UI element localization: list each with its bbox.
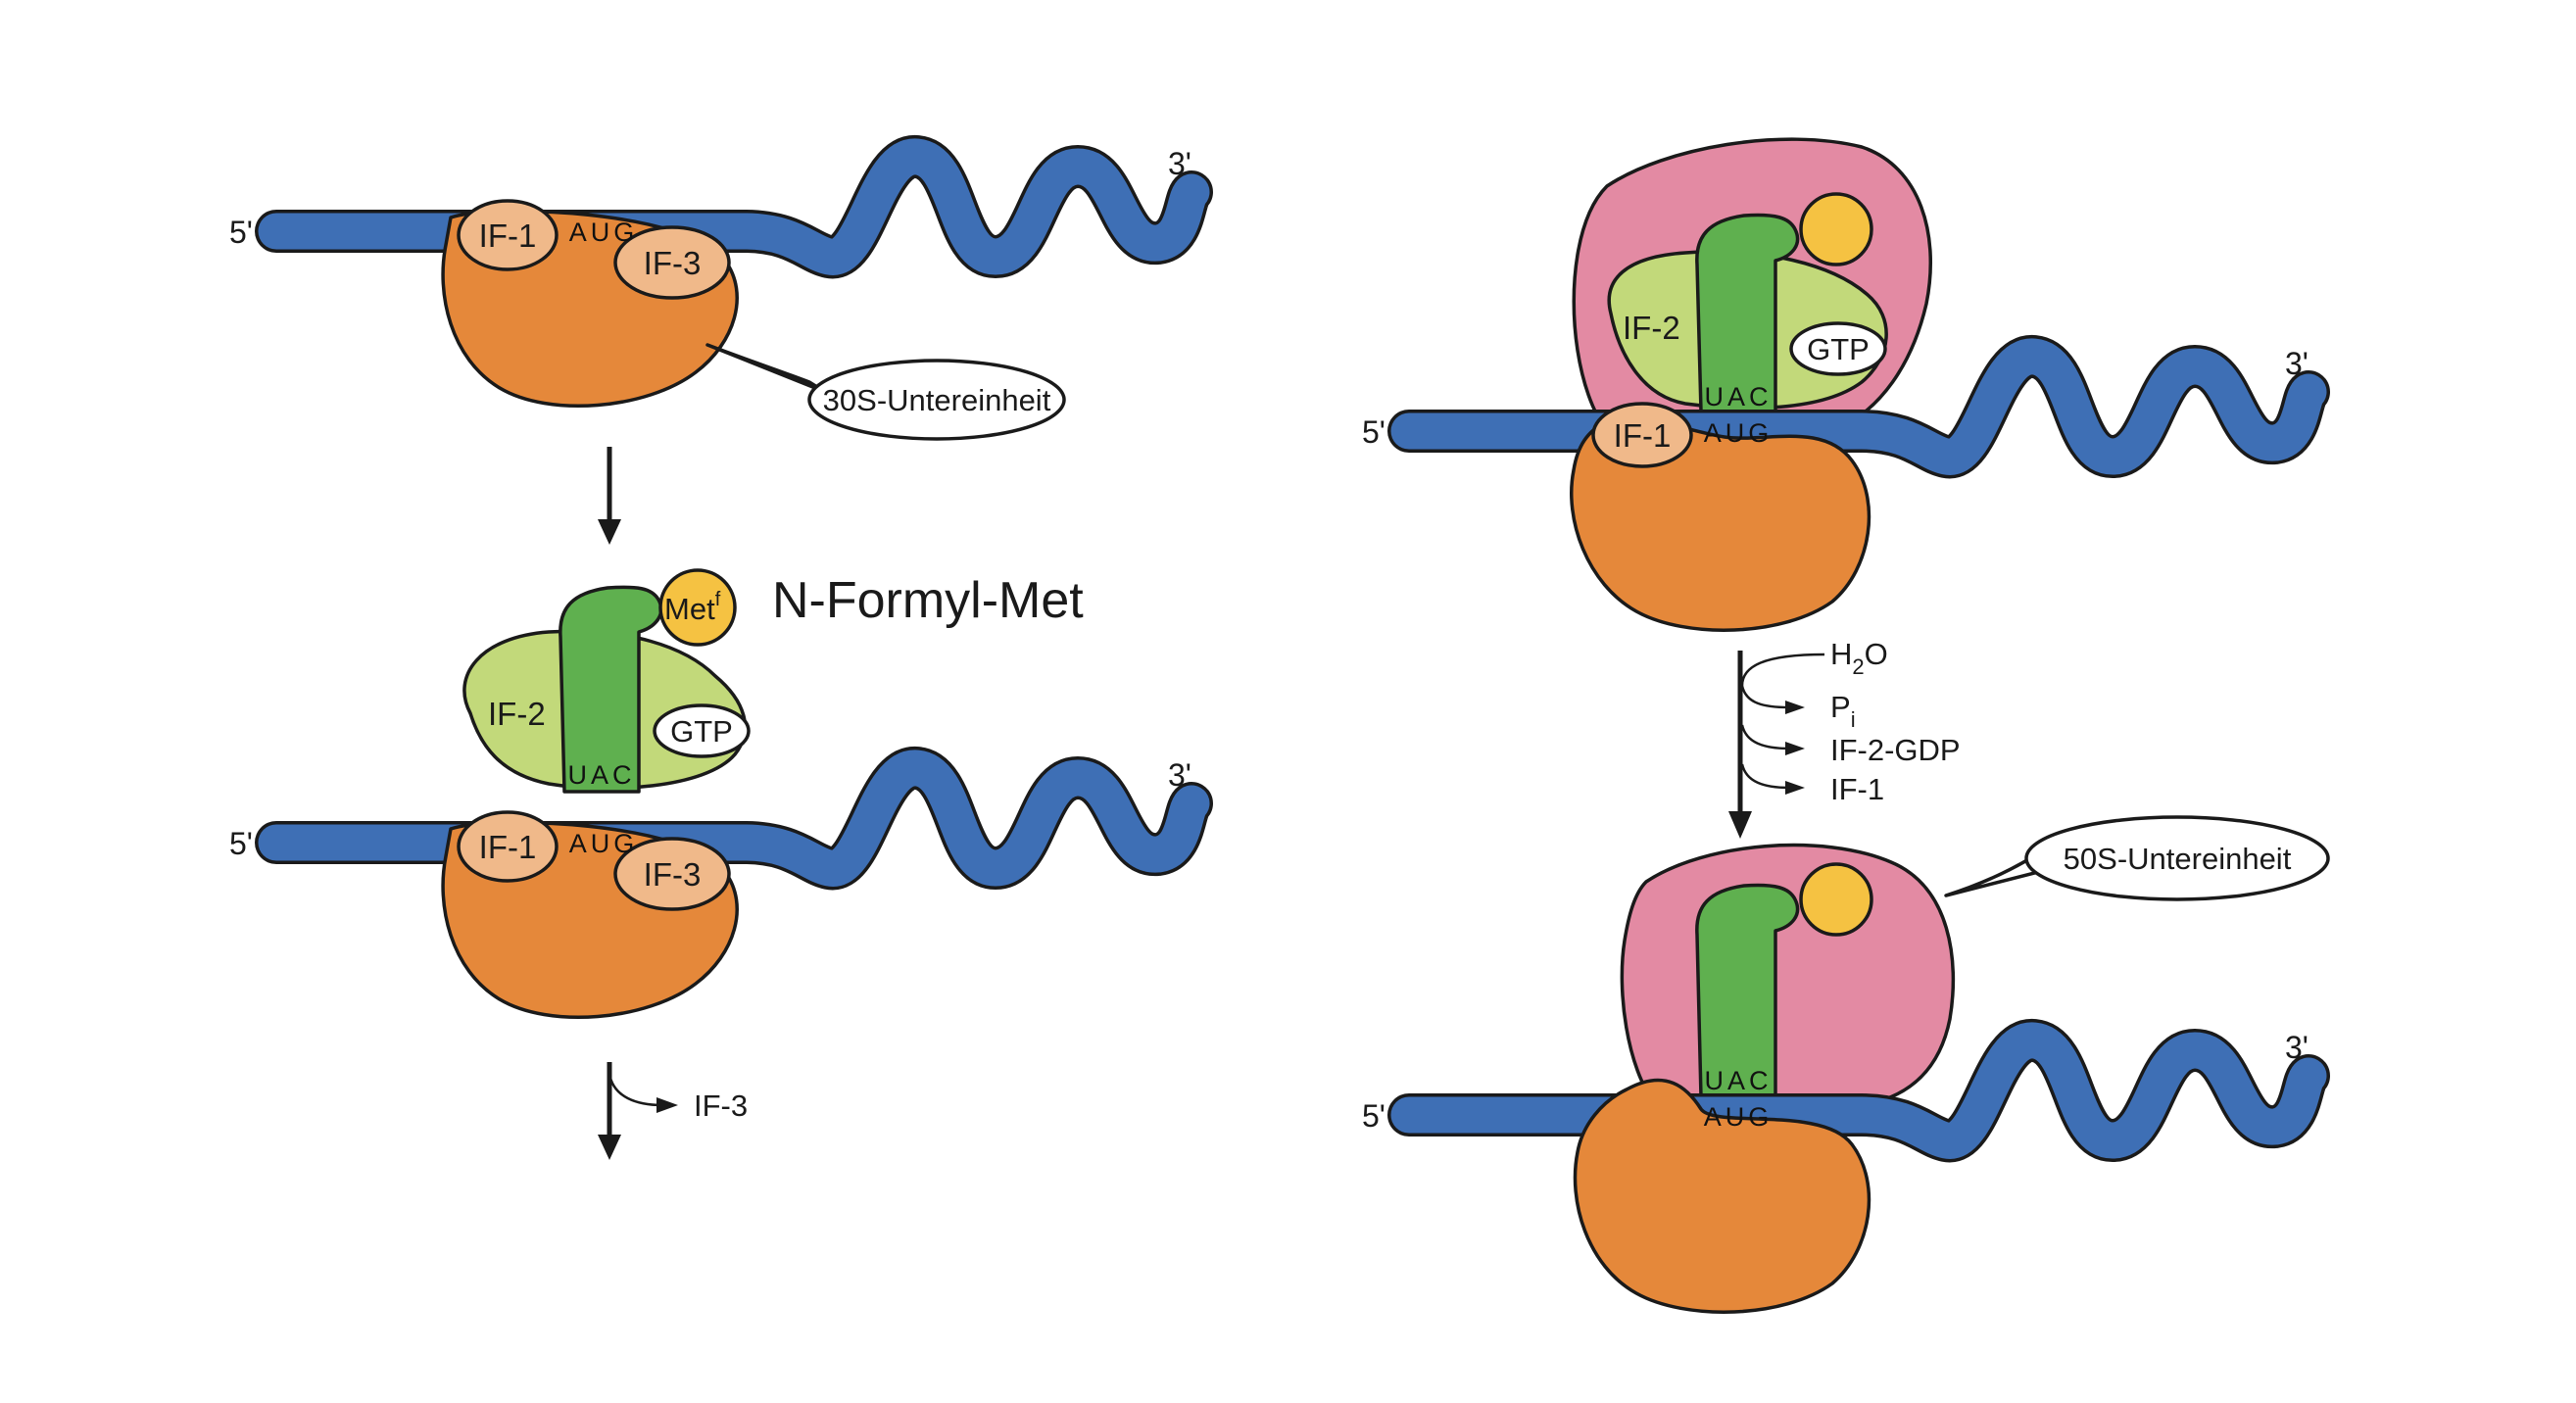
h2o-label: H2O bbox=[1830, 637, 1888, 679]
callout-30s-pointer bbox=[705, 343, 827, 394]
aug-codon-3: AUG bbox=[1704, 418, 1774, 448]
if1-factor-3 bbox=[1591, 402, 1693, 468]
callout-50s-bubble bbox=[2024, 815, 2330, 901]
large-subunit-4 bbox=[1620, 843, 1956, 1107]
uac-anticodon-2: UAC bbox=[567, 760, 635, 790]
panel-70s-with-if2: GTP IF-2 UAC IF-1 AUG 5' 3' bbox=[1362, 137, 2330, 632]
five-prime-label-1: 5' bbox=[229, 215, 253, 250]
if1-label-3: IF-1 bbox=[1614, 417, 1672, 454]
n-formyl-met-label: N-Formyl-Met bbox=[772, 572, 1084, 629]
mrna-strand-4-fill bbox=[1390, 1022, 2327, 1159]
gtp-label-3: GTP bbox=[1807, 332, 1870, 366]
gtp-label-2: GTP bbox=[670, 714, 733, 749]
aug-codon-4: AUG bbox=[1704, 1102, 1774, 1132]
five-prime-label-3: 5' bbox=[1362, 414, 1385, 450]
uac-anticodon-4: UAC bbox=[1704, 1066, 1772, 1095]
met-formyl-circle bbox=[658, 568, 737, 647]
if3-factor-2 bbox=[613, 837, 731, 911]
if3-label-2: IF-3 bbox=[644, 856, 702, 893]
trna-2 bbox=[559, 585, 663, 794]
small-subunit-4 bbox=[1573, 1078, 1871, 1314]
if1-label-2: IF-1 bbox=[479, 829, 537, 865]
three-prime-label-2: 3' bbox=[1168, 757, 1191, 793]
uac-anticodon-3: UAC bbox=[1704, 382, 1772, 411]
panel-70s-complex: UAC AUG 5' 3' 50S-Untereinheit bbox=[1362, 815, 2330, 1314]
trna-3 bbox=[1695, 213, 1800, 413]
arrow-step-3: H2O Pi IF-2-GDP IF-1 bbox=[1728, 637, 1961, 839]
trna-4 bbox=[1695, 883, 1800, 1099]
three-prime-label-3: 3' bbox=[2285, 346, 2309, 381]
callout-50s-label: 50S-Untereinheit bbox=[2064, 842, 2292, 876]
arrow-step-2: IF-3 bbox=[598, 1062, 748, 1160]
met-label: Metf bbox=[664, 589, 721, 626]
five-prime-label-2: 5' bbox=[229, 826, 253, 861]
gtp-bubble-2 bbox=[653, 703, 751, 758]
if3-label-1: IF-3 bbox=[644, 245, 702, 281]
release-if1-label: IF-1 bbox=[1830, 772, 1884, 806]
three-prime-label-1: 3' bbox=[1168, 146, 1191, 181]
if1-factor-2 bbox=[457, 810, 559, 883]
aug-codon-2: AUG bbox=[569, 829, 639, 858]
panel-if2-binding: Metf GTP IF-2 UAC N-Formyl-Met IF-1 IF-3… bbox=[229, 568, 1213, 1020]
mrna-strand-2-fill bbox=[258, 750, 1210, 887]
panel-30s-subunit: IF-1 IF-3 AUG 5' 3' 30S-Untereinheit bbox=[229, 135, 1213, 441]
release-if3-label: IF-3 bbox=[694, 1089, 748, 1123]
if2-gdp-label: IF-2-GDP bbox=[1830, 733, 1961, 767]
if2-label-3: IF-2 bbox=[1623, 310, 1680, 346]
met-circle-4 bbox=[1799, 862, 1873, 937]
if1-label-1: IF-1 bbox=[479, 218, 537, 254]
if3-factor-1 bbox=[613, 225, 731, 300]
mrna-strand-3-fill bbox=[1390, 338, 2327, 475]
callout-30s-label: 30S-Untereinheit bbox=[823, 383, 1051, 417]
five-prime-label-4: 5' bbox=[1362, 1098, 1385, 1134]
three-prime-label-4: 3' bbox=[2285, 1030, 2309, 1065]
if1-factor-1 bbox=[457, 199, 559, 271]
if2-label-2: IF-2 bbox=[488, 696, 546, 732]
pi-label: Pi bbox=[1830, 690, 1856, 732]
callout-30s-bubble bbox=[807, 359, 1066, 441]
gtp-bubble-3 bbox=[1789, 321, 1887, 376]
met-circle-3 bbox=[1799, 192, 1873, 266]
mrna-strand-1-fill bbox=[258, 138, 1210, 275]
arrow-step-1 bbox=[598, 447, 621, 545]
aug-codon-1: AUG bbox=[569, 218, 639, 247]
small-subunit-3 bbox=[1570, 416, 1871, 632]
